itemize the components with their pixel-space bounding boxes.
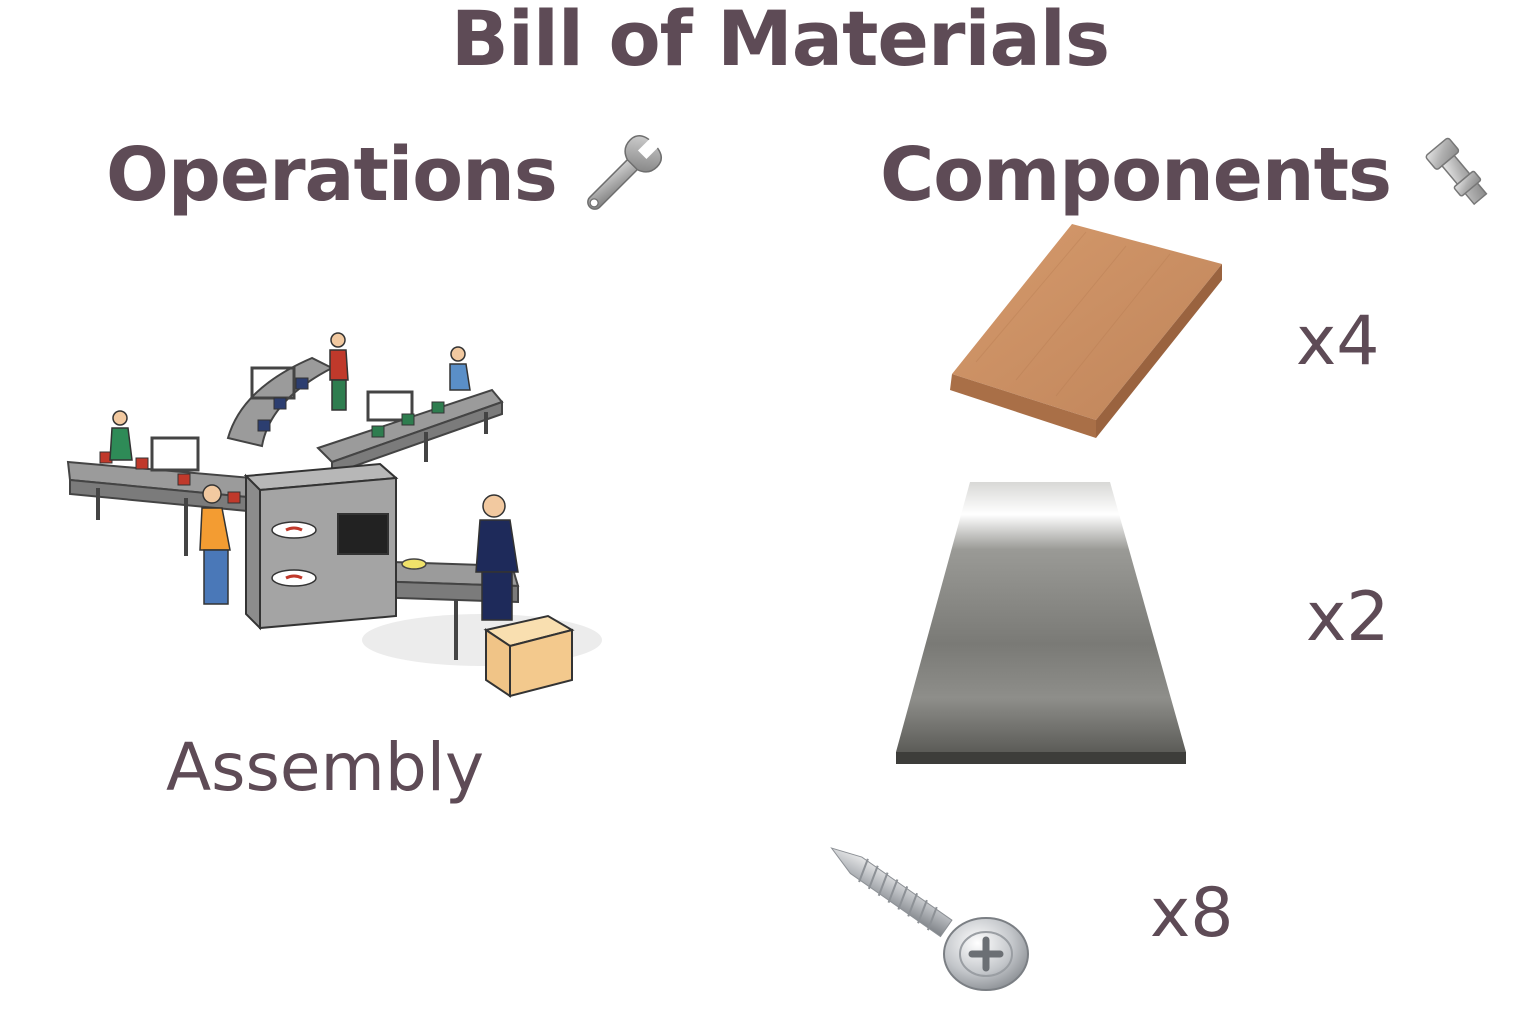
component-quantity-wood-board: x4 [1296,302,1380,381]
operations-heading: Operations [106,132,558,218]
wrench-icon [587,135,662,210]
operation-label-assembly: Assembly [166,729,485,806]
component-image-screw [830,847,1029,991]
bolt-icon [1425,137,1488,206]
page-title: Bill of Materials [450,0,1110,83]
component-quantity-metal-sheet: x2 [1306,578,1390,657]
assembly-line-illustration [66,332,602,698]
component-image-metal-sheet [896,482,1186,764]
component-quantity-screw: x8 [1150,874,1234,953]
component-image-wood-board [950,224,1222,438]
components-heading: Components [880,132,1392,218]
